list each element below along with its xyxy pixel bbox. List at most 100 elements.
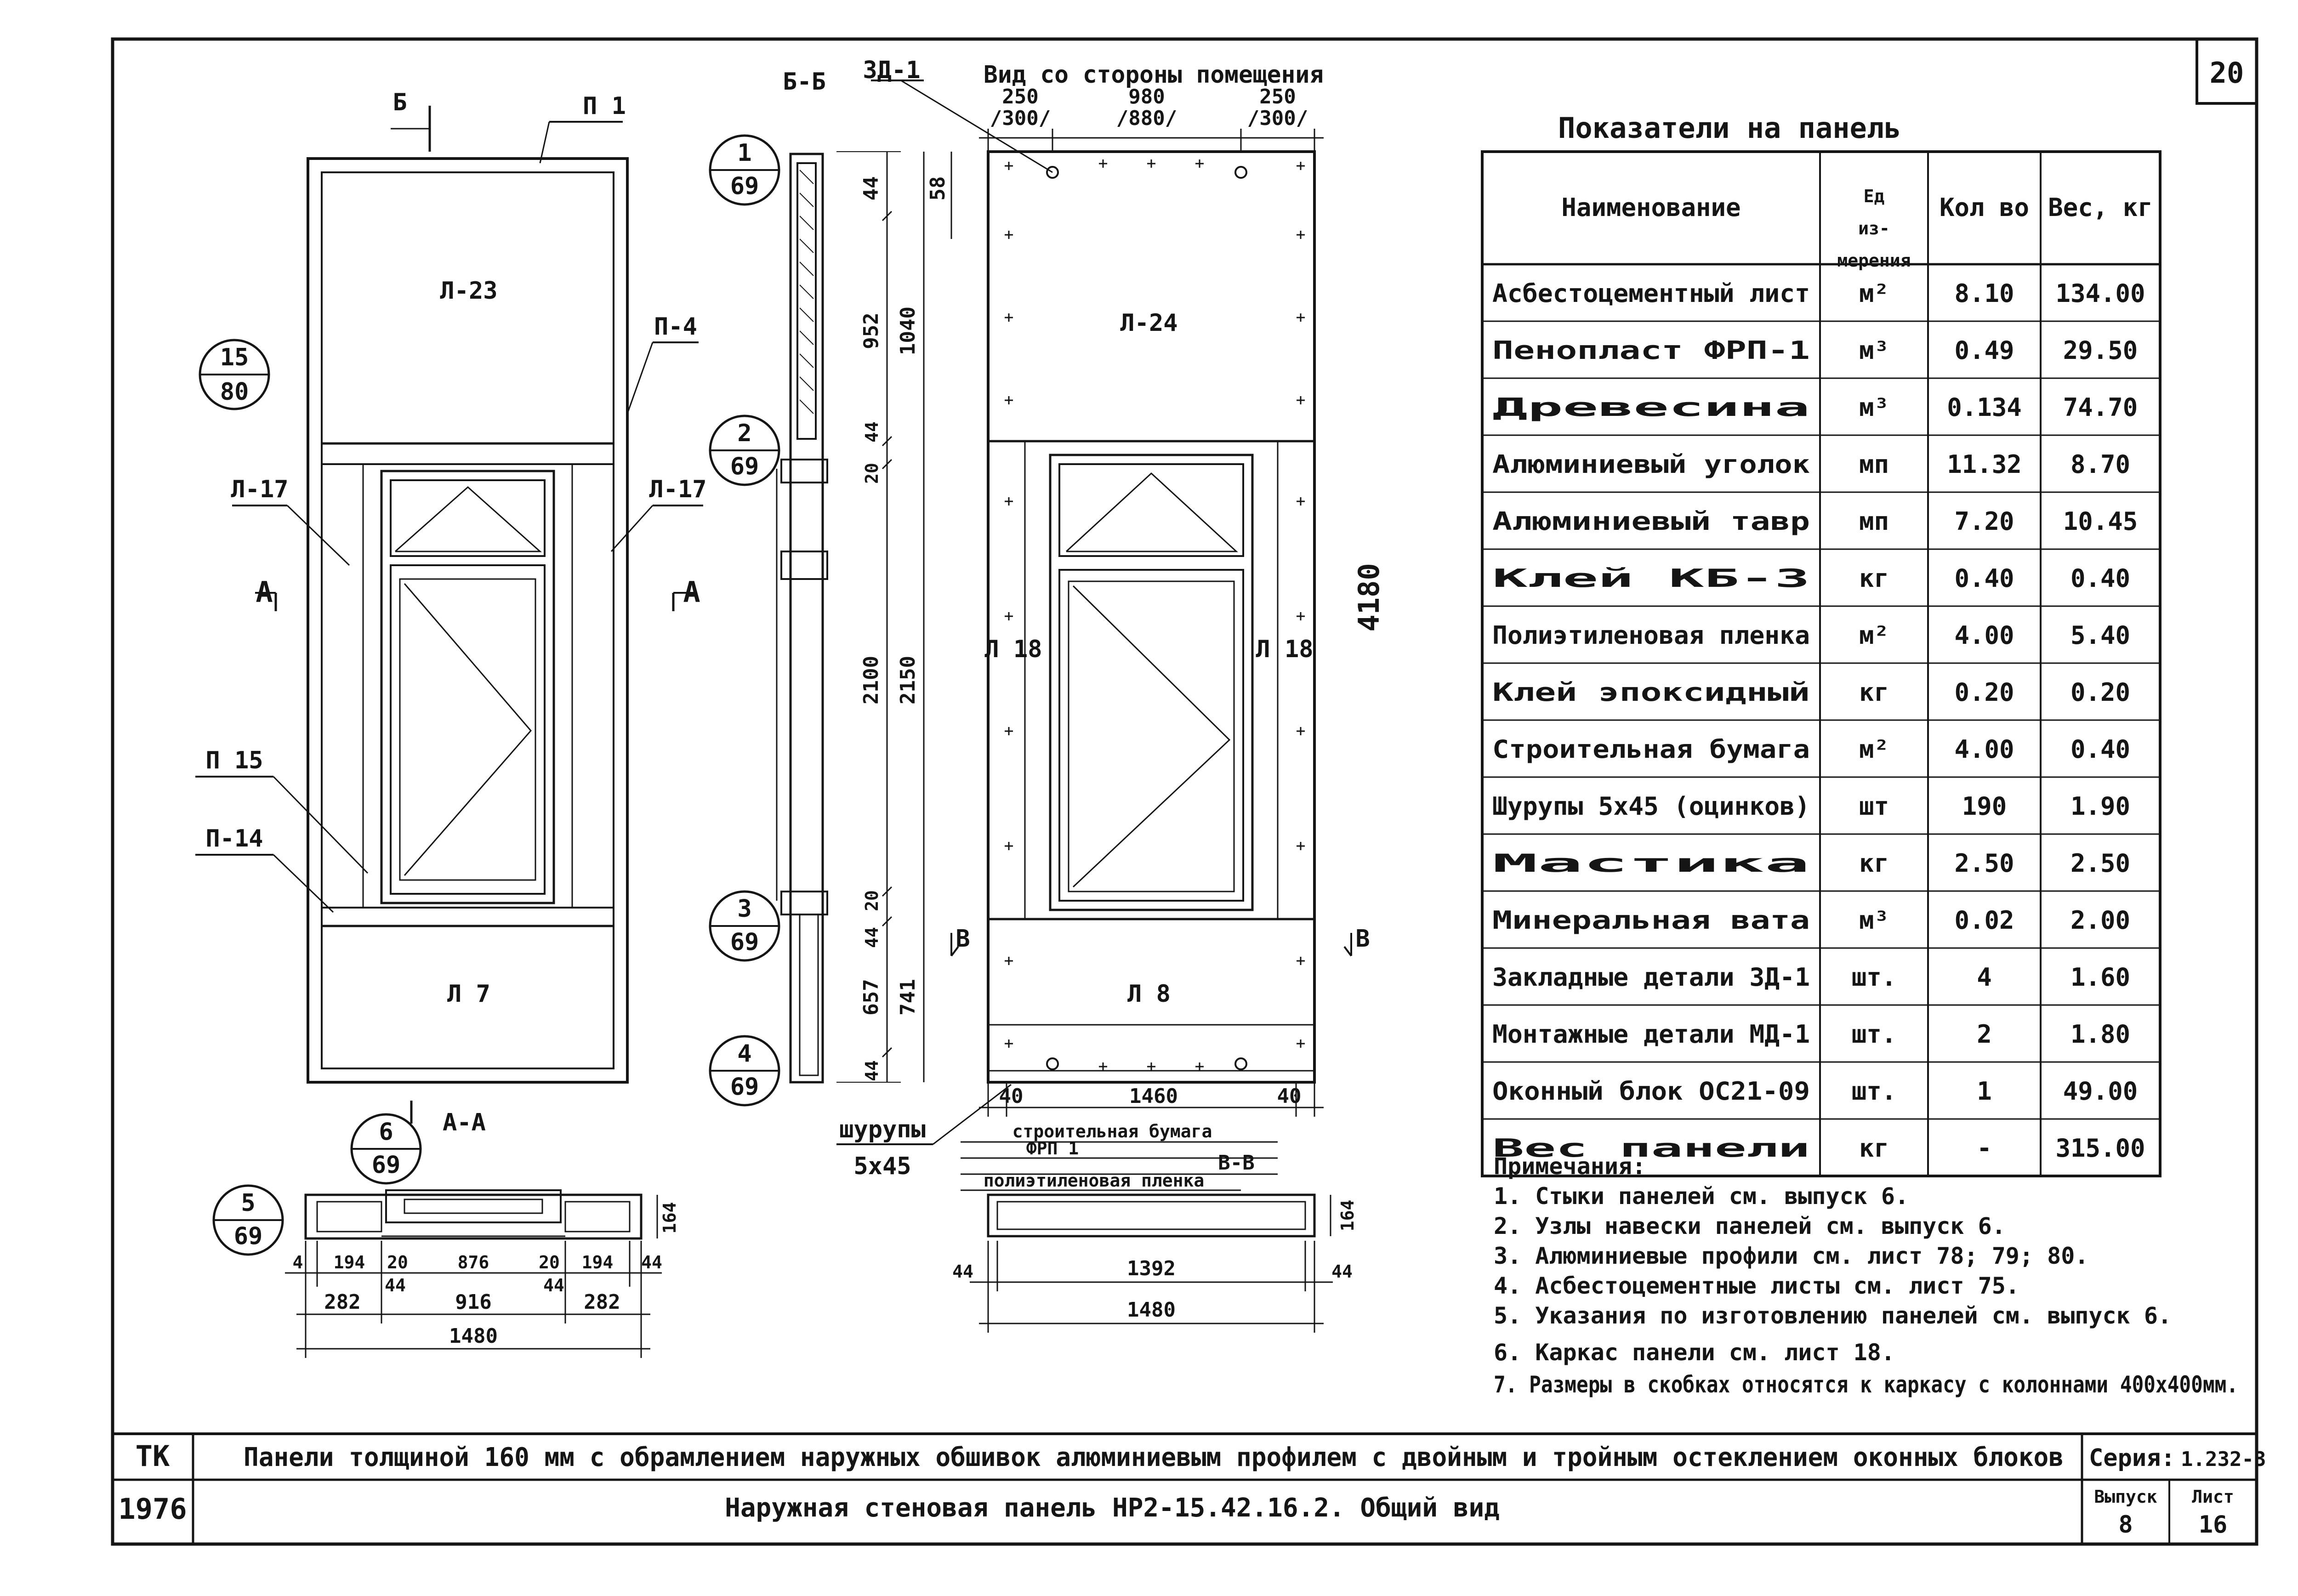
table-cell-name: Алюминиевый уголок	[1492, 450, 1810, 479]
dim-bb-657: 657	[859, 979, 883, 1015]
table-cell-name: Клей КБ-3	[1492, 564, 1810, 593]
table-cell-qty: 4	[1977, 963, 1992, 992]
table-cell-weight: 8.70	[2070, 450, 2130, 479]
table-cell-qty: 2	[1977, 1020, 1992, 1049]
dim-top-250-left: 250	[1002, 85, 1038, 108]
section-v-left-mark: В	[956, 925, 970, 953]
table-cell-name: Оконный блок ОС21-09	[1492, 1077, 1810, 1106]
section-aa	[212, 1101, 662, 1358]
table-cell-unit: м³	[1859, 336, 1889, 365]
callout-5-num: 5	[241, 1189, 255, 1217]
callout-4-den: 69	[730, 1073, 759, 1101]
table-cell-name: Пенопласт ФРП-1	[1492, 336, 1810, 365]
table-cell-qty: 0.49	[1954, 336, 2014, 365]
dim-vv-1392: 1392	[1127, 1257, 1176, 1280]
table-cell-name: Древесина	[1492, 393, 1810, 422]
layer-film: полиэтиленовая пленка	[984, 1170, 1204, 1191]
dim-aa-916: 916	[455, 1290, 491, 1314]
table-cell-qty: 0.134	[1947, 393, 2022, 422]
side-section	[709, 134, 952, 1107]
table-cell-unit: м³	[1859, 906, 1889, 935]
table-cell-unit: шт.	[1852, 963, 1897, 992]
dim-top-880: /880/	[1116, 107, 1177, 130]
dim-top-980: 980	[1128, 85, 1165, 108]
profile-p4-label: П-4	[654, 313, 697, 341]
table-cell-weight: 1.90	[2070, 792, 2130, 821]
dim-vv-1480: 1480	[1127, 1298, 1176, 1322]
note-3: 3. Алюминиевые профили см. лист 78; 79; …	[1494, 1243, 2088, 1269]
table-cell-unit: м²	[1859, 735, 1889, 764]
notes-block: Примечания: 1. Стыки панелей см. выпуск …	[1494, 1153, 2238, 1398]
main-title: Панели толщиной 160 мм с обрамлением нар…	[244, 1443, 2064, 1472]
table-cell-weight: 315.00	[2055, 1134, 2145, 1163]
callout-frame-den: 80	[220, 378, 249, 406]
panel-l18-right-label: Л 18	[1256, 636, 1313, 663]
note-4: 4. Асбестоцементные листы см. лист 75.	[1494, 1272, 2019, 1299]
section-vv	[970, 1193, 1333, 1333]
table-cell-unit: м²	[1859, 279, 1889, 308]
table-cell-qty: 1	[1977, 1077, 1992, 1106]
table-cell-weight: 2.50	[2070, 849, 2130, 878]
dim-aa-194-right: 194	[582, 1252, 614, 1272]
dim-aa-44-right: 44	[641, 1252, 662, 1272]
dim-aa-1480: 1480	[449, 1324, 498, 1348]
table-cell-qty: -	[1977, 1134, 1992, 1163]
table-cell-qty: 11.32	[1947, 450, 2022, 479]
dim-top-300-left: /300/	[990, 107, 1051, 130]
front-section-mark: Б	[392, 89, 407, 116]
table-cell-weight: 74.70	[2063, 393, 2138, 422]
layer-frp: ФРП 1	[1026, 1138, 1079, 1159]
table-header-qty: Кол во	[1940, 193, 2029, 222]
dim-aa-44-row2-left: 44	[385, 1275, 406, 1295]
series-label: Серия:	[2089, 1444, 2175, 1472]
table-cell-qty: 7.20	[1954, 507, 2014, 536]
sheet-label: Лист	[2192, 1487, 2234, 1507]
note-7: 7. Размеры в скобках относятся к каркасу…	[1494, 1371, 2238, 1398]
panel-l7-label: Л 7	[447, 980, 490, 1008]
screws-size: 5х45	[853, 1153, 911, 1180]
table-cell-weight: 2.00	[2070, 906, 2130, 935]
room-view	[836, 80, 1352, 1191]
table-cell-name: Вес панели	[1492, 1134, 1810, 1163]
dim-bottom-40-right: 40	[1277, 1085, 1302, 1108]
callout-4-num: 4	[737, 1040, 751, 1068]
table-cell-qty: 4.00	[1954, 735, 2014, 764]
dim-bb-952: 952	[859, 312, 883, 349]
table-cell-weight: 49.00	[2063, 1077, 2138, 1106]
panel-l18-left-label: Л 18	[984, 636, 1042, 663]
section-bb-title: Б-Б	[783, 68, 826, 96]
dim-top-250-right: 250	[1259, 85, 1296, 108]
callout-1-num: 1	[737, 139, 751, 167]
callout-6-den: 69	[372, 1151, 401, 1179]
issue-label: Выпуск	[2094, 1487, 2157, 1507]
table-cell-weight: 0.40	[2070, 735, 2130, 764]
table-title: Показатели на панель	[1558, 111, 1901, 145]
dim-bb-20-bottom: 20	[862, 890, 882, 911]
section-vv-label: В-В	[1218, 1151, 1254, 1175]
table-cell-name: Строительная бумага	[1492, 735, 1810, 764]
callout-2-num: 2	[737, 420, 751, 447]
dim-aa-4: 4	[293, 1252, 303, 1272]
callout-5-den: 69	[234, 1222, 263, 1250]
table-cell-qty: 0.40	[1954, 564, 2014, 593]
table-header-weight: Вес, кг	[2048, 193, 2153, 222]
table-header-unit: Ед	[1864, 186, 1885, 206]
table-cell-unit: шт.	[1852, 1020, 1897, 1049]
table-cell-unit: шт	[1859, 792, 1889, 821]
notes-heading: Примечания:	[1494, 1153, 1646, 1180]
series-value: 1.232-3	[2181, 1448, 2266, 1471]
callout-3-den: 69	[730, 928, 759, 956]
sheet-value: 16	[2199, 1511, 2228, 1539]
note-6: 6. Каркас панели см. лист 18.	[1494, 1339, 1895, 1366]
table-cell-name: Алюминиевый тавр	[1492, 507, 1810, 536]
table-cell-qty: 190	[1962, 792, 2007, 821]
table-cell-name: Минеральная вата	[1492, 906, 1810, 935]
callout-frame-num: 15	[220, 344, 249, 371]
dim-vv-44-left: 44	[952, 1261, 973, 1282]
note-5: 5. Указания по изготовлению панелей см. …	[1494, 1302, 2172, 1329]
dim-aa-876: 876	[458, 1252, 489, 1272]
table-cell-unit: мп	[1859, 507, 1889, 536]
callout-6-num: 6	[379, 1118, 393, 1146]
embedded-part-label: ЗД-1	[863, 57, 920, 84]
